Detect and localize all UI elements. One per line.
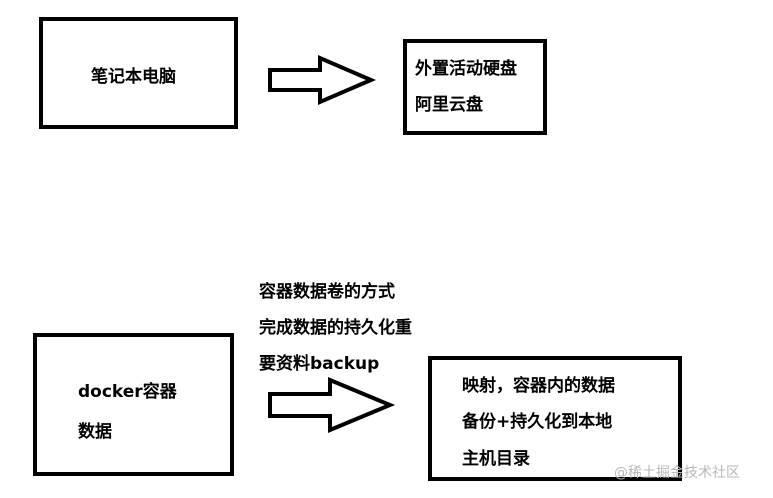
annotation-line-2: 完成数据的持久化重 bbox=[259, 318, 412, 338]
watermark: @稀土掘金技术社区 bbox=[614, 465, 740, 481]
external-storage-label-line-2: 阿里云盘 bbox=[415, 95, 483, 115]
laptop-box bbox=[39, 17, 238, 129]
annotation-line-3: 要资料backup bbox=[259, 354, 380, 374]
docker-container-label-line-2: 数据 bbox=[78, 422, 112, 442]
docker-container-label-line-1: docker容器 bbox=[78, 382, 177, 402]
laptop-label: 笔记本电脑 bbox=[91, 67, 176, 87]
host-mapping-label-line-3: 主机目录 bbox=[462, 449, 530, 469]
host-mapping-label-line-2: 备份+持久化到本地 bbox=[462, 412, 613, 432]
annotation-line-1: 容器数据卷的方式 bbox=[259, 282, 395, 302]
host-mapping-box bbox=[428, 356, 682, 481]
external-storage-box bbox=[403, 39, 547, 135]
external-storage-label-line-1: 外置活动硬盘 bbox=[415, 59, 517, 79]
bottom-arrow-icon bbox=[268, 377, 396, 433]
top-arrow-icon bbox=[268, 54, 377, 106]
host-mapping-label-line-1: 映射，容器内的数据 bbox=[462, 376, 615, 396]
docker-container-box bbox=[33, 333, 234, 476]
